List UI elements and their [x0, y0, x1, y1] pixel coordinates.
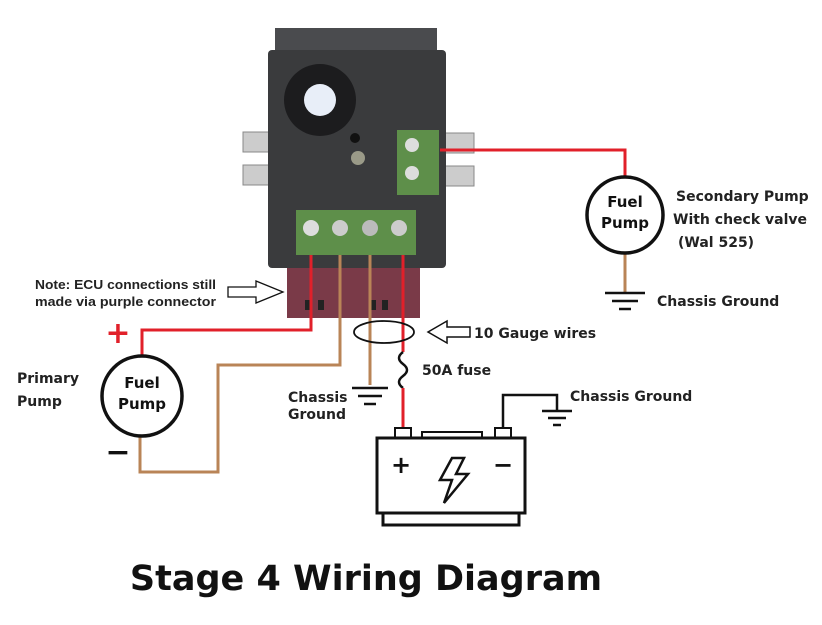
secondary-pump-label: (Wal 525) — [678, 235, 754, 251]
diagram-title: Stage 4 Wiring Diagram — [130, 559, 602, 599]
primary-pump-label: Pump — [17, 394, 62, 410]
fuse-label: 50A fuse — [422, 363, 491, 379]
wires-label: 10 Gauge wires — [474, 326, 596, 342]
primary-pump-positive-wire — [140, 255, 313, 356]
lightning-icon — [437, 456, 471, 504]
note-text: Note: ECU connections still — [35, 277, 216, 292]
secondary-pump-label: With check valve — [673, 212, 807, 228]
primary-fuel-pump — [100, 354, 184, 438]
pump-label: Fuel — [607, 193, 643, 211]
primary-pump-label: Primary — [17, 371, 79, 387]
controller-module — [242, 28, 475, 318]
pump-label: Fuel — [124, 374, 160, 392]
ground-icon — [605, 291, 645, 311]
arrow-left-icon — [426, 319, 471, 345]
battery-plus: + — [391, 451, 411, 479]
ground-label: Ground — [288, 407, 346, 423]
secondary-fuel-pump — [585, 175, 665, 255]
battery-minus: − — [493, 451, 513, 479]
side-terminal-block — [397, 130, 439, 195]
primary-pump-negative-wire — [138, 255, 342, 474]
ground-label: Chassis Ground — [657, 294, 779, 310]
note-text: made via purple connector — [35, 294, 216, 309]
arrow-right-icon — [227, 280, 285, 304]
wire-highlight-ellipse — [353, 320, 415, 344]
fuse-icon — [397, 351, 409, 389]
ground-label: Chassis Ground — [570, 389, 692, 405]
secondary-pump-positive-wire — [440, 148, 627, 178]
battery-ground-wire — [501, 393, 559, 430]
secondary-pump-label: Secondary Pump — [676, 189, 809, 205]
minus-sign: − — [105, 435, 130, 470]
pump-label: Pump — [118, 395, 166, 413]
ground-icon — [352, 386, 388, 406]
ground-icon — [542, 409, 572, 427]
battery-icon — [375, 427, 527, 527]
ground-label: Chassis — [288, 390, 348, 406]
plus-sign: + — [105, 316, 130, 351]
pump-label: Pump — [601, 214, 649, 232]
